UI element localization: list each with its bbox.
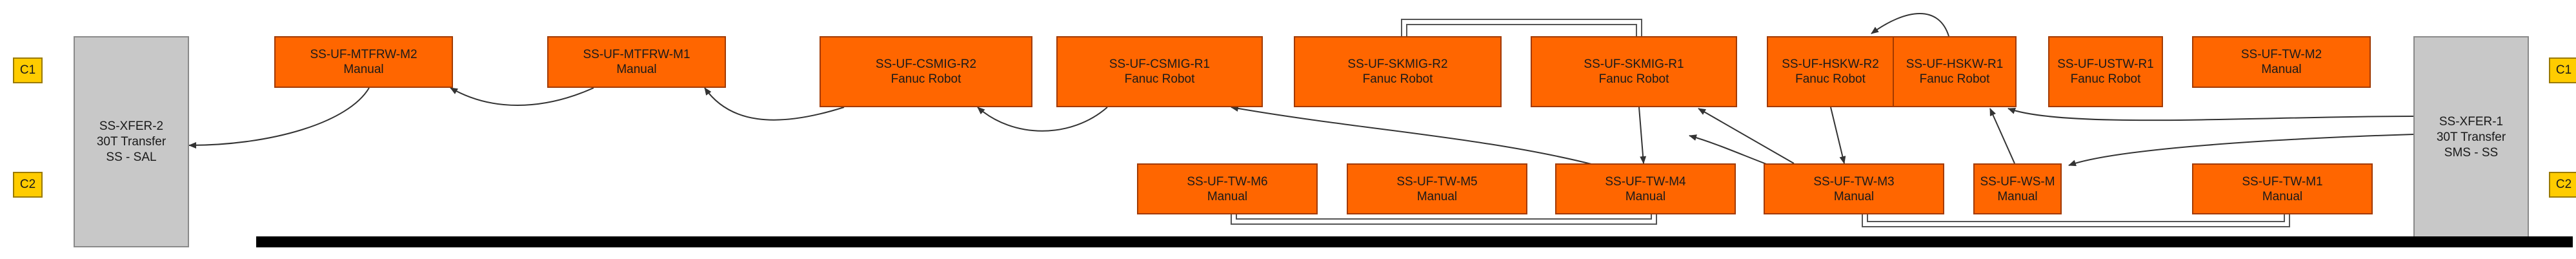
station-name: SS-UF-CSMIG-R2 [875, 57, 977, 71]
station-name: SS-UF-HSKW-R2 [1782, 57, 1879, 71]
station-tw-m4[interactable]: SS-UF-TW-M4 Manual [1555, 163, 1736, 214]
station-name: SS-UF-MTFRW-M2 [310, 48, 418, 61]
station-hskw-r2[interactable]: SS-UF-HSKW-R2 Fanuc Robot [1767, 36, 1894, 107]
station-hskw-r1[interactable]: SS-UF-HSKW-R1 Fanuc Robot [1893, 36, 2017, 107]
station-name: SS-UF-TW-M4 [1605, 174, 1686, 189]
station-type: Fanuc Robot [2070, 72, 2141, 86]
lane-tag-label: C1 [2555, 63, 2572, 77]
lane-tag-label: C1 [19, 63, 36, 77]
link-tw-m4-to-csmig-r1 [1231, 105, 1595, 165]
station-name: SS-UF-SKMIG-R1 [1584, 57, 1684, 71]
transfer-id: SS-XFER-1 [2439, 114, 2504, 129]
transfer-route: SMS - SS [2444, 145, 2499, 160]
station-type: Manual [1207, 189, 1248, 203]
station-name: SS-UF-WS-M [1980, 174, 2055, 189]
pair-bracket-tw-m6-m4 [1231, 214, 1657, 225]
transfer-type: 30T Transfer [2436, 130, 2506, 144]
link-csmig-r2-to-mtfrw-m1 [704, 87, 845, 121]
station-tw-m6[interactable]: SS-UF-TW-M6 Manual [1137, 163, 1318, 214]
station-type: Manual [2262, 189, 2303, 203]
station-type: Fanuc Robot [1919, 72, 1990, 86]
lane-tag-c1-right: C1 [2549, 57, 2576, 83]
station-type: Fanuc Robot [1362, 72, 1433, 86]
pair-bracket-skmig [1401, 19, 1642, 36]
link-skmig-r1-to-tw-m4 [1638, 107, 1647, 164]
transfer-type: 30T Transfer [96, 134, 166, 149]
station-name: SS-UF-TW-M5 [1396, 174, 1478, 189]
station-type: Manual [1833, 189, 1875, 203]
transfer-ss-xfer-1[interactable]: SS-XFER-1 30T Transfer SMS - SS [2413, 36, 2529, 238]
link-xfer1-to-hskw-r1 [2007, 108, 2414, 121]
station-tw-m2[interactable]: SS-UF-TW-M2 Manual [2192, 36, 2371, 88]
link-ws-m-to-hskw-r1 [1989, 108, 2015, 164]
station-name: SS-UF-USTW-R1 [2057, 57, 2154, 71]
link-tw-m4-to-skmig-r1 [1689, 134, 1769, 165]
station-type: Manual [1625, 189, 1666, 203]
station-skmig-r1[interactable]: SS-UF-SKMIG-R1 Fanuc Robot [1531, 36, 1737, 107]
pair-bracket-tw-m3-m1 [1862, 214, 2290, 227]
station-type: Fanuc Robot [1598, 72, 1669, 86]
link-tw-m3-to-skmig-r1 [1698, 108, 1795, 164]
station-ws-m[interactable]: SS-UF-WS-M Manual [1973, 163, 2062, 214]
lane-tag-c1-left: C1 [13, 57, 43, 83]
lane-tag-label: C2 [2555, 178, 2572, 191]
station-ustw-r1[interactable]: SS-UF-USTW-R1 Fanuc Robot [2048, 36, 2163, 107]
station-mtfrw-m1[interactable]: SS-UF-MTFRW-M1 Manual [547, 36, 726, 88]
link-mtfrw-m2-to-xfer2 [188, 87, 370, 149]
station-name: SS-UF-SKMIG-R2 [1347, 57, 1448, 71]
link-csmig-r1-to-csmig-r2 [977, 107, 1108, 132]
station-skmig-r2[interactable]: SS-UF-SKMIG-R2 Fanuc Robot [1294, 36, 1502, 107]
station-csmig-r1[interactable]: SS-UF-CSMIG-R1 Fanuc Robot [1056, 36, 1263, 107]
station-csmig-r2[interactable]: SS-UF-CSMIG-R2 Fanuc Robot [820, 36, 1032, 107]
station-mtfrw-m2[interactable]: SS-UF-MTFRW-M2 Manual [274, 36, 453, 88]
station-type: Fanuc Robot [1795, 72, 1866, 86]
station-tw-m3[interactable]: SS-UF-TW-M3 Manual [1764, 163, 1944, 214]
transfer-route: SS - SAL [106, 150, 157, 164]
station-name: SS-UF-MTFRW-M1 [583, 48, 690, 61]
link-hskw-r1-to-hskw-r2 [1871, 13, 1949, 37]
lane-tag-c2-left: C2 [13, 172, 43, 198]
station-name: SS-UF-TW-M3 [1813, 174, 1895, 189]
station-name: SS-UF-TW-M1 [2242, 174, 2323, 189]
station-name: SS-UF-TW-M2 [2240, 48, 2322, 61]
lane-tag-c2-right: C2 [2549, 172, 2576, 198]
station-tw-m1[interactable]: SS-UF-TW-M1 Manual [2192, 163, 2373, 214]
station-type: Manual [616, 63, 657, 76]
station-type: Fanuc Robot [1124, 72, 1195, 86]
station-name: SS-UF-HSKW-R1 [1906, 57, 2004, 71]
lane-tag-label: C2 [19, 178, 36, 191]
station-tw-m5[interactable]: SS-UF-TW-M5 Manual [1347, 163, 1527, 214]
station-name: SS-UF-TW-M6 [1187, 174, 1268, 189]
transfer-id: SS-XFER-2 [99, 119, 164, 133]
link-mtfrw-m1-to-mtfrw-m2 [450, 87, 594, 106]
link-xfer1-to-ws-m [2068, 134, 2414, 167]
station-type: Fanuc Robot [891, 72, 961, 86]
conveyor-bar [256, 236, 2573, 247]
station-type: Manual [2261, 63, 2302, 76]
station-type: Manual [1997, 189, 2038, 203]
link-hskw-r2-to-tw-m3 [1830, 107, 1846, 164]
transfer-ss-xfer-2[interactable]: SS-XFER-2 30T Transfer SS - SAL [74, 36, 189, 247]
station-type: Manual [1416, 189, 1458, 203]
station-name: SS-UF-CSMIG-R1 [1109, 57, 1211, 71]
station-type: Manual [343, 63, 384, 76]
